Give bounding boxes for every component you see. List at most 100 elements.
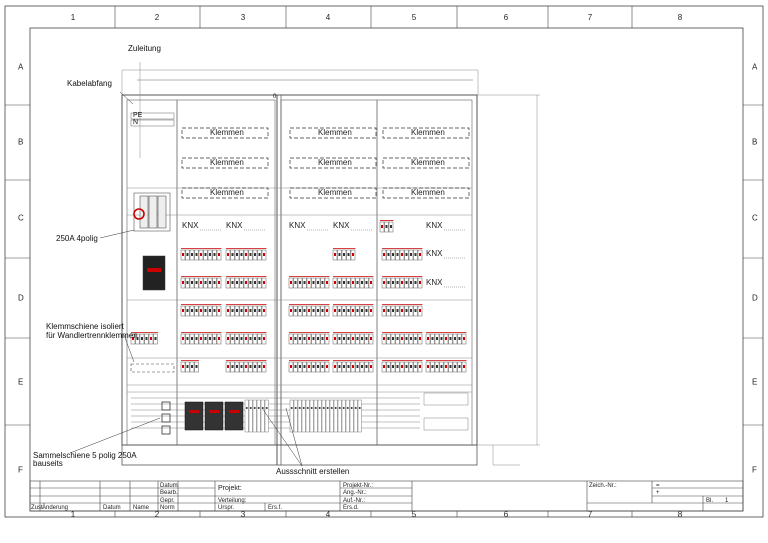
breaker-lever [186, 253, 189, 256]
klemmen-label: Klemmen [318, 158, 352, 167]
breaker-lever [136, 337, 139, 340]
breaker-lever [182, 309, 184, 312]
breaker-lever [405, 309, 408, 312]
breaker-lever [396, 309, 399, 312]
breaker-lever [405, 281, 408, 284]
terminal-screw [257, 407, 260, 409]
tb-bl: Bl. [706, 498, 714, 504]
breaker-lever [383, 281, 385, 284]
breaker-lever [258, 337, 261, 340]
breaker-lever [195, 365, 198, 368]
breaker-lever [303, 337, 306, 340]
breaker-lever [249, 365, 252, 368]
breaker-lever [338, 309, 341, 312]
breaker-lever [258, 281, 261, 284]
breaker-lever [356, 337, 359, 340]
klemmen-box [181, 187, 269, 199]
terminal [293, 399, 298, 433]
terminal [252, 399, 257, 433]
terminal [329, 399, 334, 433]
tb-ers-d: Ers.d. [343, 505, 359, 511]
breaker-lever [361, 281, 363, 284]
pe-clamp [161, 425, 171, 435]
terminal-screw [253, 407, 256, 409]
breaker-lever [396, 337, 399, 340]
breaker-lever [343, 337, 345, 340]
breaker-lever [236, 253, 238, 256]
terminal [313, 399, 318, 433]
grid-col-1-bottom: 1 [70, 510, 76, 519]
breaker-lever [299, 309, 301, 312]
breaker-lever [191, 253, 193, 256]
breaker-lever [338, 365, 341, 368]
breaker-lever [410, 365, 412, 368]
tb-aenderung: Änderung [42, 505, 69, 511]
knx-label: KNX [426, 278, 443, 287]
breaker-lever [401, 365, 403, 368]
breaker-lever [370, 337, 372, 340]
breaker-lever [352, 337, 354, 340]
label-switch: 250A 4polig [56, 234, 98, 243]
label-klemmschiene-2: für Wandlertrennklemmen [46, 331, 138, 340]
grid-col-5-top: 5 [411, 13, 417, 22]
terminal-screw [338, 407, 341, 409]
breaker-lever [334, 253, 336, 256]
terminal [317, 399, 322, 433]
breaker-lever [352, 281, 354, 284]
breaker-lever [182, 337, 184, 340]
breaker-lever [338, 337, 341, 340]
busbar-box-1 [423, 392, 469, 406]
breaker-lever [186, 365, 189, 368]
breaker-lever [392, 337, 394, 340]
breaker-lever [392, 253, 394, 256]
tb-ang-nr: Ang.-Nr.: [343, 490, 367, 496]
grid-row-C-right: C [752, 213, 758, 223]
grid-col-4-top: 4 [325, 13, 331, 22]
breaker-lever [458, 365, 461, 368]
terminal [353, 399, 358, 433]
tb-projekt: Projekt: [218, 485, 242, 492]
pe-clamp [161, 413, 171, 423]
breaker-lever [431, 337, 434, 340]
breaker-lever [427, 365, 429, 368]
breaker-lever [312, 337, 315, 340]
knx-label: KNX [226, 221, 243, 230]
breaker-lever [385, 225, 388, 228]
breaker-lever [387, 309, 390, 312]
breaker-lever [326, 365, 328, 368]
breaker-lever [334, 365, 336, 368]
terminal-screw [302, 407, 305, 409]
breaker-lever [401, 309, 403, 312]
grid-col-8-top: 8 [677, 13, 683, 22]
grid-row-D-left: D [18, 293, 24, 303]
breaker-lever [236, 337, 238, 340]
terminal [301, 399, 306, 433]
breaker-lever [195, 309, 198, 312]
terminal-screw [326, 407, 329, 409]
breaker-lever [414, 253, 417, 256]
terminal-screw [310, 407, 313, 409]
knx-label: KNX [426, 249, 443, 258]
breaker-lever [365, 337, 368, 340]
grid-row-F-right: F [752, 465, 757, 475]
breaker-lever [352, 365, 354, 368]
breaker-lever [308, 309, 310, 312]
breaker-lever [245, 309, 247, 312]
breaker-lever [454, 337, 456, 340]
breaker-lever [231, 365, 234, 368]
breaker-lever [381, 225, 383, 228]
breaker-lever [390, 225, 392, 228]
breaker-lever [414, 365, 417, 368]
breaker-lever [213, 281, 216, 284]
breaker-lever [200, 253, 202, 256]
breaker-lever [191, 337, 193, 340]
breaker-lever [218, 281, 220, 284]
breaker-lever [449, 337, 452, 340]
breaker-lever [361, 365, 363, 368]
breaker-lever [308, 281, 310, 284]
terminal [325, 399, 330, 433]
klemmen-label: Klemmen [318, 188, 352, 197]
breaker-lever [449, 365, 452, 368]
breaker-lever [204, 253, 207, 256]
knx-label: KNX [182, 221, 199, 230]
